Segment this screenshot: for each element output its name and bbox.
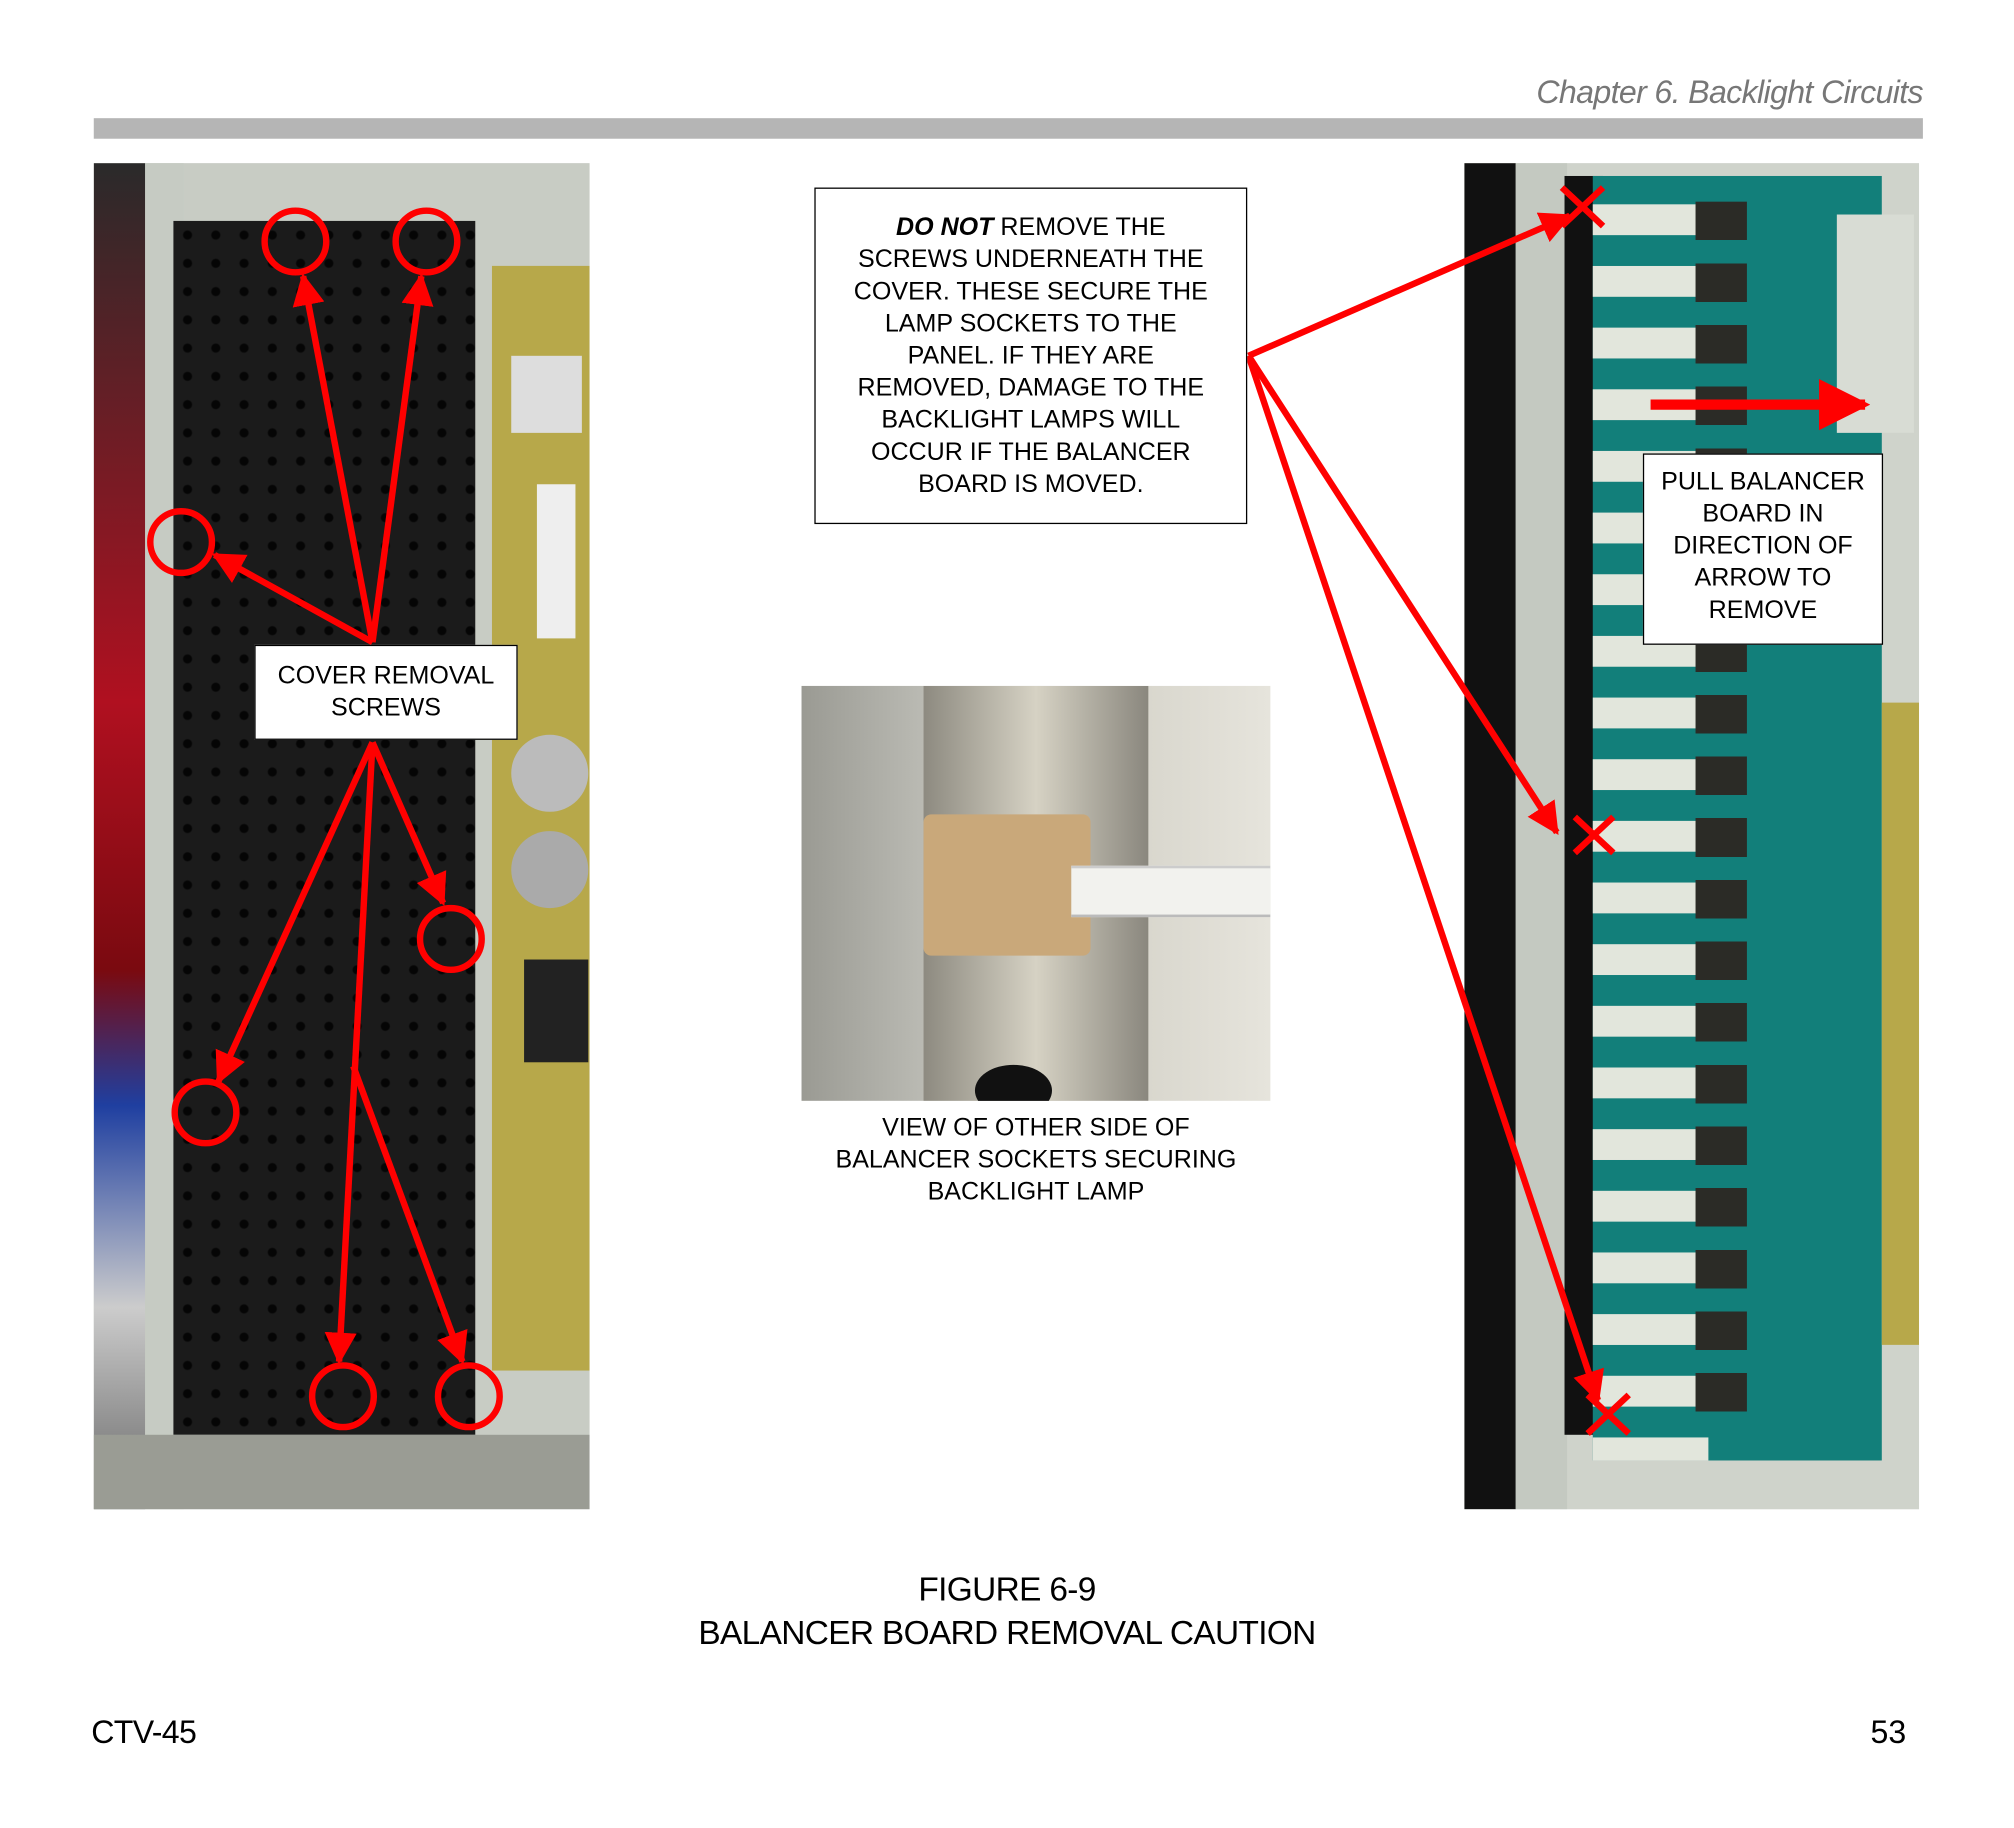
- figure-caption: FIGURE 6-9 BALANCER BOARD REMOVAL CAUTIO…: [0, 1567, 2014, 1654]
- figure-title: BALANCER BOARD REMOVAL CAUTION: [698, 1613, 1316, 1652]
- cover-screws-callout: COVER REMOVAL SCREWS: [254, 644, 518, 740]
- arrow: [324, 742, 376, 1365]
- x-mark: [1572, 814, 1616, 856]
- caution-line: COVER. THESE SECURE THE: [853, 277, 1208, 306]
- callout-line: REMOVE: [1708, 596, 1818, 625]
- arrow: [350, 1065, 468, 1365]
- photo-cover-screws: [93, 163, 590, 1510]
- pull-board-callout: PULL BALANCER BOARD IN DIRECTION OF ARRO…: [1642, 453, 1884, 645]
- arrow: [369, 741, 447, 906]
- arrow: [292, 273, 376, 643]
- header-rule: [93, 118, 1923, 139]
- caution-line: PANEL. IF THEY ARE: [907, 341, 1155, 370]
- callout-line: COVER REMOVAL: [277, 661, 495, 690]
- photo-caption: VIEW OF OTHER SIDE OF BALANCER SOCKETS S…: [802, 1112, 1271, 1208]
- chapter-header: Chapter 6. Backlight Circuits: [1536, 74, 1923, 111]
- screw-circle: [308, 1362, 378, 1431]
- callout-line: SCREWS: [331, 693, 441, 722]
- caption-line: BACKLIGHT LAMP: [927, 1177, 1145, 1207]
- caution-line: BACKLIGHT LAMPS WILL: [881, 405, 1181, 435]
- caution-line: BOARD IS MOVED.: [918, 470, 1144, 499]
- caution-callout: DO NOT REMOVE THE SCREWS UNDERNEATH THE …: [814, 187, 1248, 525]
- figure-number: FIGURE 6-9: [918, 1569, 1096, 1609]
- caution-line: REMOVE THE: [1000, 213, 1166, 242]
- page-number: 53: [1870, 1714, 1907, 1751]
- arrow: [211, 552, 375, 646]
- photo-balancer-socket: [801, 685, 1271, 1101]
- arrow: [1245, 354, 1560, 836]
- screw-circle: [261, 207, 330, 276]
- callout-line: PULL BALANCER: [1661, 467, 1865, 496]
- footer-doc-id: CTV-45: [91, 1714, 197, 1751]
- screw-circle: [434, 1362, 503, 1431]
- arrow: [215, 741, 376, 1085]
- caution-line: REMOVED, DAMAGE TO THE: [857, 373, 1205, 403]
- screw-circle: [147, 508, 216, 577]
- caption-line: VIEW OF OTHER SIDE OF: [882, 1113, 1190, 1142]
- screw-circle: [416, 904, 485, 974]
- arrow: [369, 272, 434, 643]
- caution-emphasis: DO NOT: [896, 213, 994, 242]
- x-mark: [1585, 1392, 1631, 1436]
- caution-line: SCREWS UNDERNEATH THE: [858, 245, 1204, 274]
- callout-line: BOARD IN: [1702, 499, 1824, 528]
- screw-circle: [171, 1078, 240, 1147]
- caution-line: OCCUR IF THE BALANCER: [870, 438, 1191, 467]
- caption-line: BALANCER SOCKETS SECURING: [835, 1145, 1237, 1175]
- arrow: [1247, 212, 1573, 359]
- callout-line: ARROW TO: [1694, 563, 1832, 593]
- arrow: [1245, 354, 1604, 1404]
- x-mark: [1559, 185, 1606, 229]
- screw-circle: [392, 207, 461, 276]
- callout-line: DIRECTION OF: [1673, 531, 1853, 561]
- caution-line: LAMP SOCKETS TO THE: [884, 309, 1177, 338]
